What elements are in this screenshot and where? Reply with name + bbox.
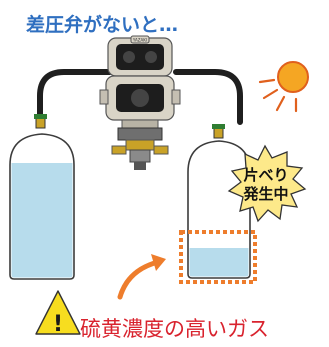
right-cylinder bbox=[187, 124, 251, 279]
badge-label: 片べり 発生中 bbox=[236, 166, 296, 204]
svg-text:YAZAKI: YAZAKI bbox=[132, 38, 147, 43]
curved-arrow bbox=[117, 254, 166, 300]
badge-line-2: 発生中 bbox=[243, 185, 289, 203]
badge-line-1: 片べり bbox=[243, 166, 289, 184]
page-title: 差圧弁がないと… bbox=[26, 14, 179, 36]
gas-hose bbox=[37, 69, 243, 125]
regulator: YAZAKI bbox=[99, 35, 181, 170]
right-cylinder-gas bbox=[189, 248, 249, 277]
low-gas-highlight bbox=[179, 230, 257, 284]
warning-symbol: ! bbox=[53, 312, 63, 337]
warning-icon bbox=[35, 290, 81, 335]
left-cylinder-gas bbox=[11, 163, 73, 278]
warning-label: 硫黄濃度の高いガス bbox=[80, 317, 269, 341]
sun-icon bbox=[258, 61, 309, 113]
uneven-wear-badge bbox=[227, 144, 307, 223]
left-cylinder bbox=[9, 114, 75, 280]
